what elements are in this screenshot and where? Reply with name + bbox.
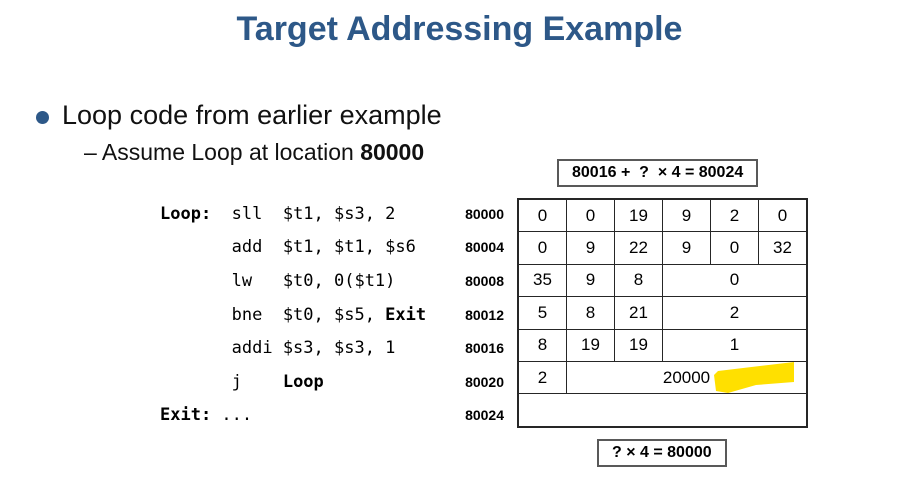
address-label: 80024 — [465, 407, 504, 424]
loop-location-value: 80000 — [360, 139, 425, 165]
code-line: lw $t0, 0($t1) — [160, 264, 426, 298]
memory-cell: 9 — [662, 198, 711, 233]
bullet-item: Loop code from earlier example — [36, 100, 442, 131]
memory-cell: 9 — [662, 231, 711, 265]
memory-cell: 0 — [662, 263, 808, 298]
code-segment: sll $t1, $s3, 2 — [211, 203, 396, 224]
address-label: 80020 — [465, 373, 504, 390]
bullet-icon — [36, 111, 49, 124]
memory-cell: 19 — [614, 328, 663, 362]
code-line: bne $t0, $s5, Exit — [160, 298, 426, 332]
address-label: 80000 — [465, 205, 504, 222]
memory-cell: 9 — [566, 263, 615, 298]
code-segment: Loop — [282, 371, 324, 392]
code-line: j Loop — [160, 365, 426, 399]
page-title: Target Addressing Example — [236, 10, 683, 48]
memory-cell: 0 — [517, 198, 567, 233]
code-segment: addi $s3, $s3, 1 — [160, 338, 396, 359]
memory-cell: 22 — [614, 231, 663, 265]
memory-cell: 0 — [758, 198, 808, 233]
memory-cell: 0 — [566, 198, 615, 233]
address-label: 80004 — [465, 239, 504, 256]
code-block: Loop: sll $t1, $s3, 2 add $t1, $t1, $s6 … — [160, 197, 426, 432]
memory-cell: 19 — [566, 328, 615, 362]
code-segment: Exit: — [160, 405, 212, 426]
memory-table-row — [517, 393, 808, 428]
sub-bullet-prefix: – Assume Loop at location — [84, 139, 361, 165]
code-segment: bne $t0, $s5, — [160, 304, 386, 325]
memory-cell: 2 — [710, 198, 759, 233]
memory-cell: 8 — [566, 296, 615, 330]
address-column: 80000 80004 80008 80012 80016 80020 80024 — [436, 197, 504, 432]
memory-cell: 1 — [662, 328, 808, 362]
address-label: 80008 — [465, 272, 504, 289]
memory-cell: 20000 — [566, 360, 808, 395]
memory-cell — [517, 393, 808, 428]
code-segment: j — [160, 371, 283, 392]
memory-cell: 0 — [710, 231, 759, 265]
memory-cell: 35 — [517, 263, 567, 298]
address-label: 80012 — [465, 306, 504, 323]
memory-cell: 21 — [614, 296, 663, 330]
code-line: addi $s3, $s3, 1 — [160, 331, 426, 365]
sub-bullet-text: – Assume Loop at location 80000 — [84, 139, 424, 166]
code-segment: Exit — [385, 304, 427, 325]
memory-cell: 2 — [517, 360, 567, 395]
code-line: add $t1, $t1, $s6 — [160, 231, 426, 265]
formula-top-box: 80016 + ? × 4 = 80024 — [557, 159, 759, 187]
memory-cell: 0 — [517, 231, 567, 265]
code-line: Loop: sll $t1, $s3, 2 — [160, 197, 426, 231]
memory-cell: 32 — [758, 231, 808, 265]
memory-cell: 5 — [517, 296, 567, 330]
code-segment: add $t1, $t1, $s6 — [160, 237, 416, 258]
memory-cell: 8 — [614, 263, 663, 298]
code-segment: lw $t0, 0($t1) — [160, 270, 396, 291]
bullet-text: Loop code from earlier example — [62, 100, 442, 130]
memory-cell: 9 — [566, 231, 615, 265]
memory-cell: 19 — [614, 198, 663, 233]
code-segment: Loop: — [160, 203, 212, 224]
address-label: 80016 — [465, 340, 504, 357]
memory-cell: 8 — [517, 328, 567, 362]
code-line: Exit: ... — [160, 399, 426, 433]
memory-cell: 2 — [662, 296, 808, 330]
formula-bottom-box: ? × 4 = 80000 — [597, 439, 727, 467]
code-segment: ... — [211, 405, 253, 426]
